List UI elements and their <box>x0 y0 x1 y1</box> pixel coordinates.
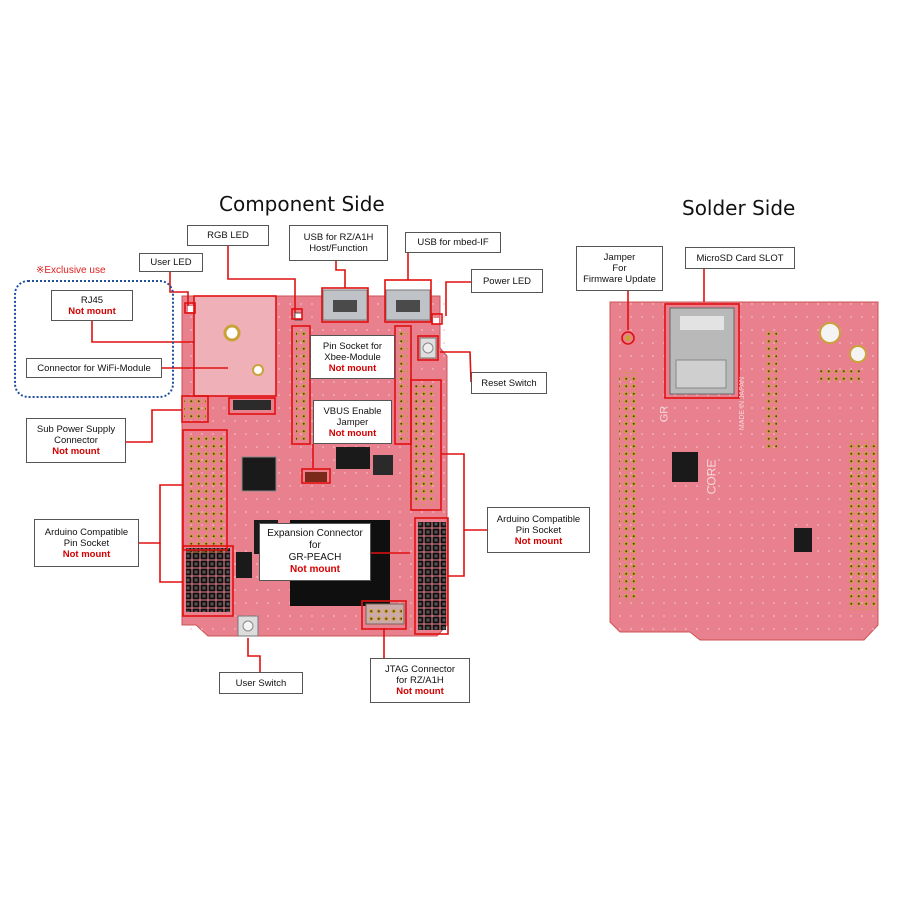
usb-mbed-label: USB for mbed-IF <box>405 232 501 253</box>
rgb-led-label: RGB LED <box>187 225 269 246</box>
rj45-label: RJ45 Not mount <box>51 290 133 321</box>
callout-lines <box>91 246 740 672</box>
jamper-firmware-label: Jamper For Firmware Update <box>576 246 663 291</box>
solder-side-title: Solder Side <box>682 196 796 220</box>
made-in-japan-silkscreen: MADE IN JAPAN <box>739 376 747 431</box>
exclusive-use-note: ※Exclusive use <box>36 265 106 276</box>
core-silkscreen: CORE <box>704 459 719 495</box>
reset-switch-label: Reset Switch <box>471 372 547 394</box>
jtag-connector-label: JTAG Connector for RZ/A1H Not mount <box>370 658 470 703</box>
vbus-jamper-label: VBUS Enable Jamper Not mount <box>313 400 392 444</box>
sub-power-label: Sub Power Supply Connector Not mount <box>26 418 126 463</box>
arduino-left-label: Arduino Compatible Pin Socket Not mount <box>34 519 139 567</box>
power-led-label: Power LED <box>471 269 543 293</box>
arduino-right-label: Arduino Compatible Pin Socket Not mount <box>487 507 590 553</box>
solder-side-board <box>609 301 879 641</box>
expansion-connector-label: Expansion Connector for GR-PEACH Not mou… <box>259 523 371 581</box>
xbee-socket-label: Pin Socket for Xbee-Module Not mount <box>310 335 395 379</box>
gr-silkscreen: GR <box>658 405 671 423</box>
wifi-connector-label: Connector for WiFi-Module <box>26 358 162 378</box>
user-led-label: User LED <box>139 253 203 272</box>
user-switch-label: User Switch <box>219 672 303 694</box>
exclusive-use-outline <box>14 280 174 398</box>
component-side-title: Component Side <box>219 192 385 216</box>
microsd-slot-label: MicroSD Card SLOT <box>685 247 795 269</box>
usb-rz-label: USB for RZ/A1H Host/Function <box>289 225 388 261</box>
